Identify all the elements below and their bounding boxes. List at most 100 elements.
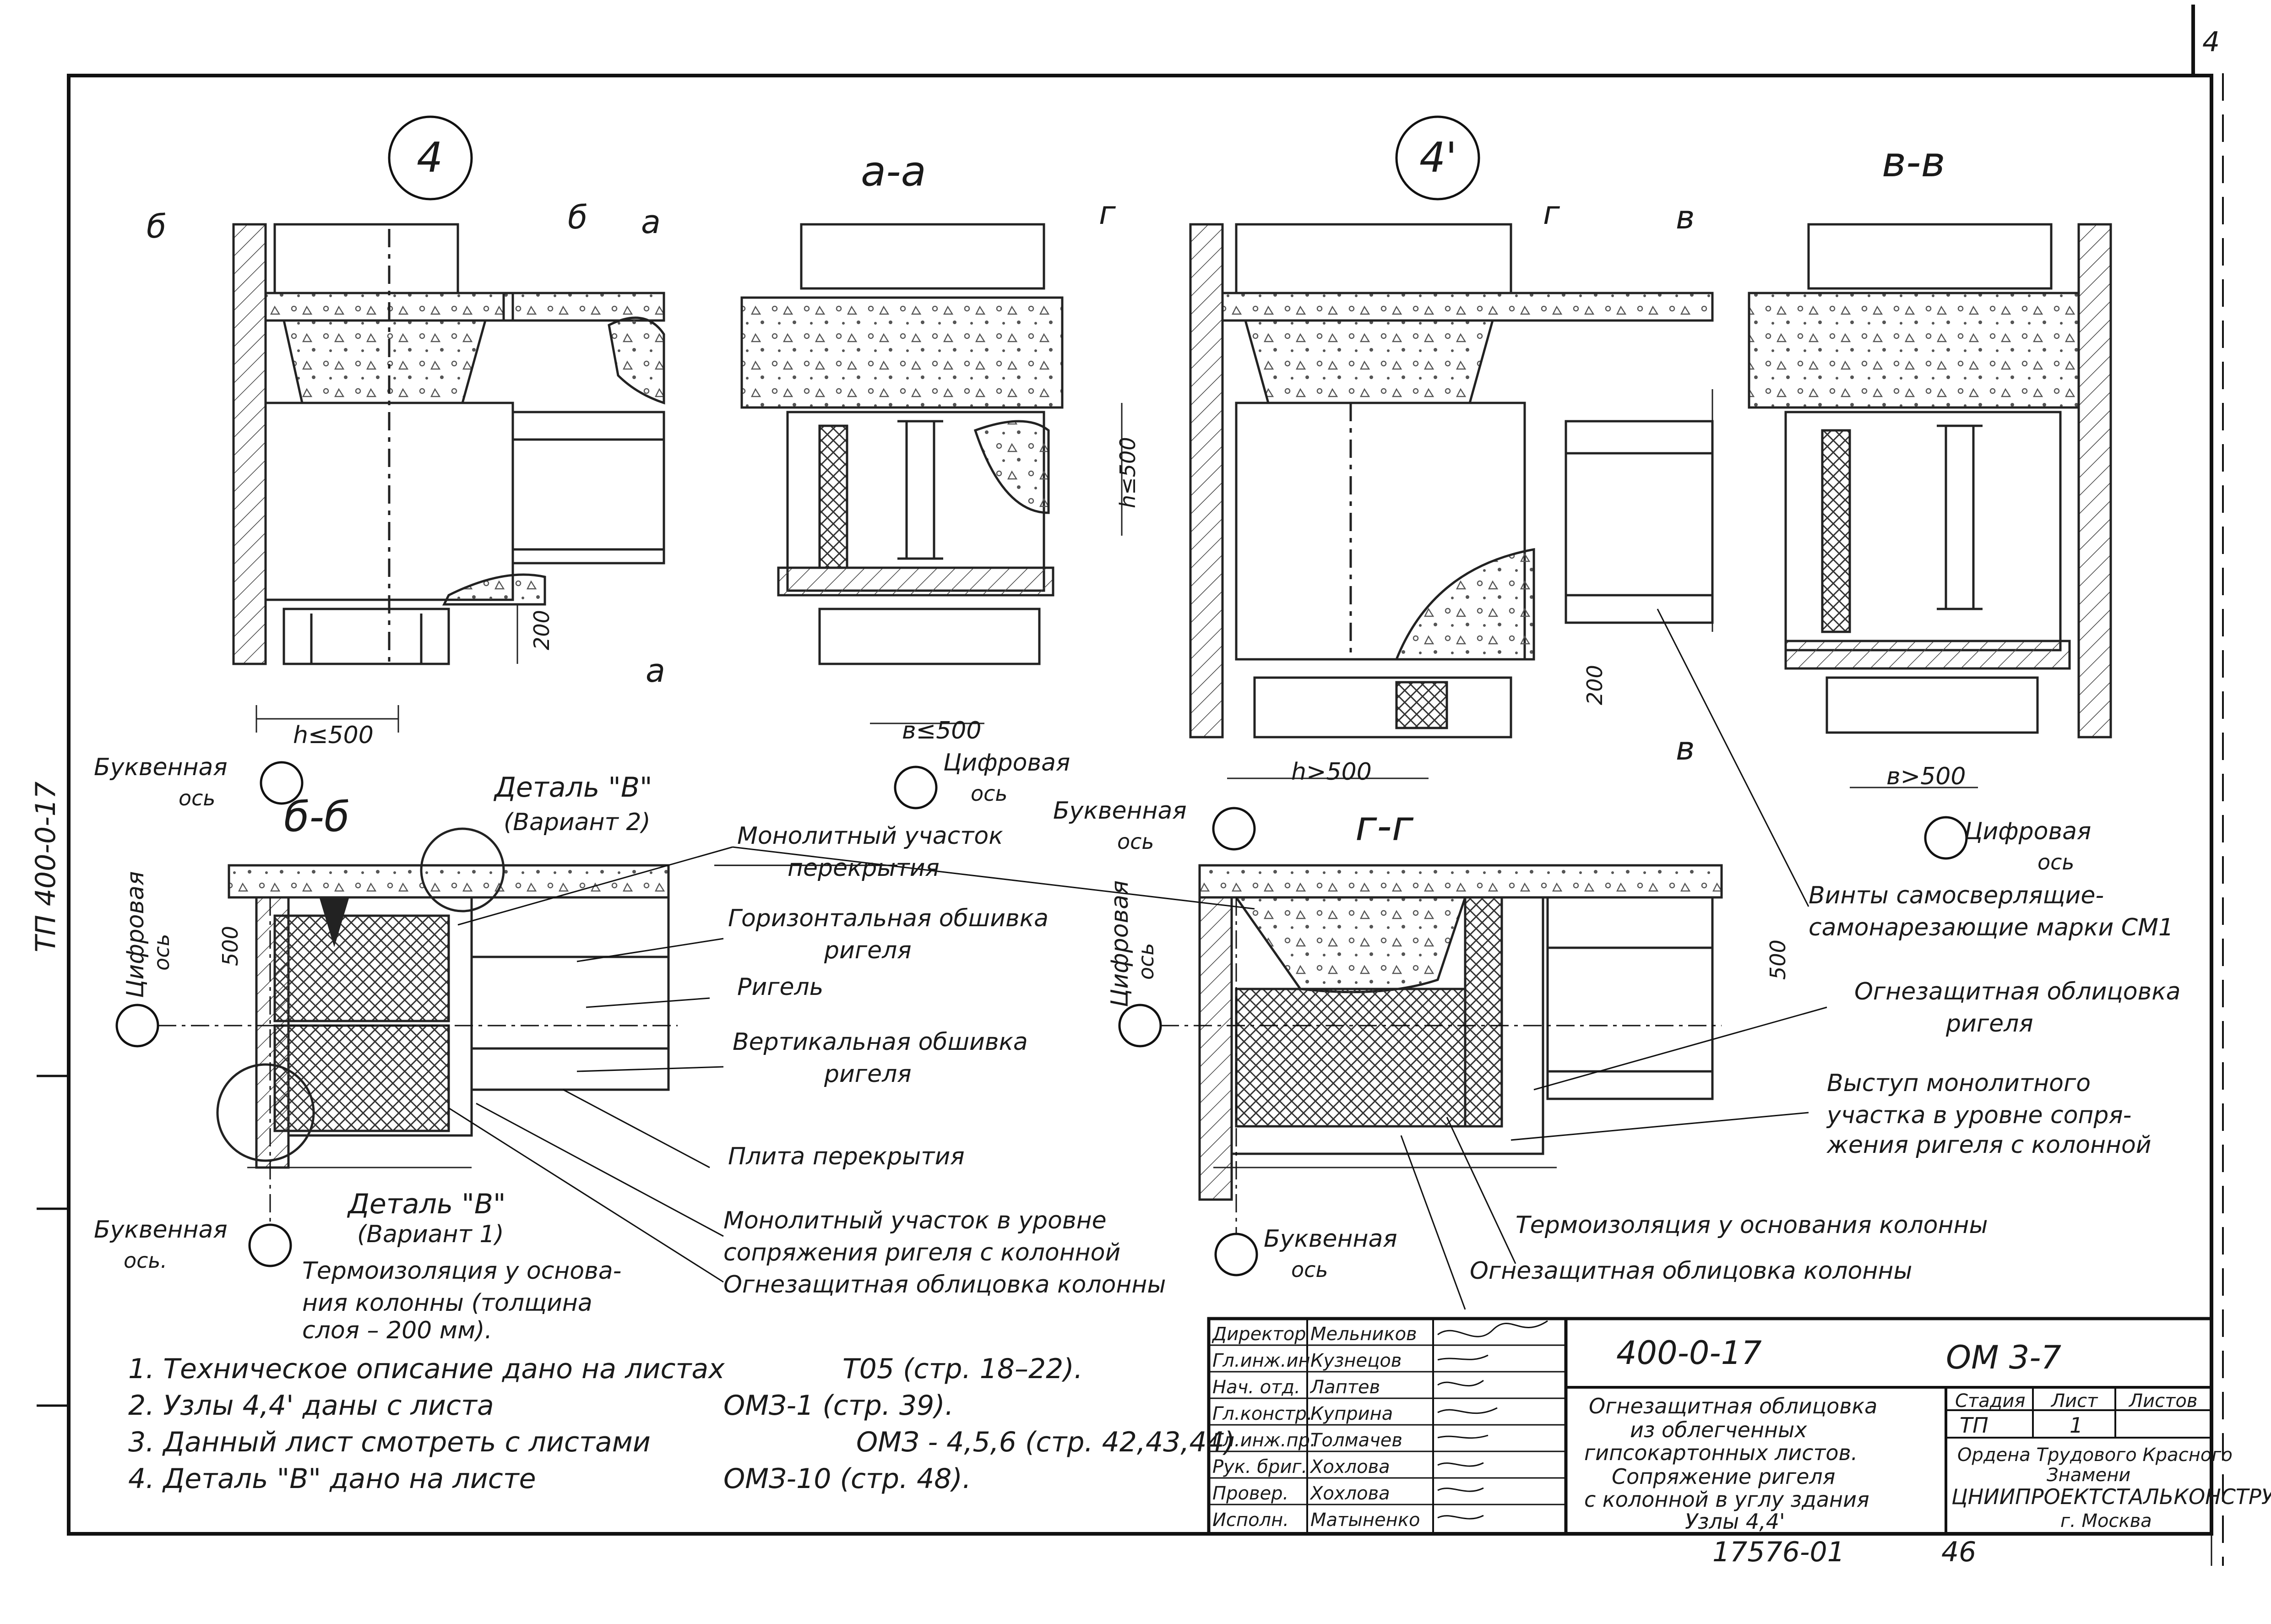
cut-mark-v-bottom: в	[1676, 730, 1695, 767]
staff-name-2: Лаптев	[1310, 1377, 1380, 1398]
section-a-a-title: а-а	[861, 147, 926, 196]
staff-role-2: Нач. отд.	[1212, 1377, 1300, 1398]
dim-500-2: 500	[1766, 940, 1790, 980]
view-node-4	[232, 223, 665, 733]
view-section-v-v	[1748, 223, 2112, 788]
footer-page: 46	[1941, 1536, 1977, 1568]
node-markers	[388, 115, 1480, 201]
axis-digital-1: Цифровая	[943, 749, 1070, 777]
section-g-g-title: г-г	[1355, 802, 1414, 850]
note-3-text: 3. Данный лист смотреть с листами	[128, 1426, 651, 1458]
axis-digital-side-2b: ось	[1134, 943, 1158, 980]
axis-lettered-4: Буквенная	[1264, 1225, 1397, 1253]
callout-fire-rig-1: Огнезащитная облицовка	[1854, 978, 2181, 1005]
cut-mark-v-top: в	[1676, 199, 1695, 236]
staff-role-5: Рук. бриг.	[1212, 1456, 1308, 1477]
side-code: ТП 400-0-17	[30, 781, 62, 952]
callout-monolith-1: Монолитный участок	[737, 822, 1003, 850]
axis-lettered-1: Буквенная	[94, 754, 228, 781]
sheet-value: 1	[2070, 1413, 2083, 1438]
axis-lettered-1b: ось	[179, 786, 216, 810]
callout-rigel: Ригель	[737, 973, 824, 1001]
callout-vert-2: ригеля	[824, 1060, 912, 1088]
leader-lines	[448, 608, 1827, 1310]
cut-mark-g-left: г	[1099, 194, 1116, 232]
staff-name-4: Толмачев	[1310, 1430, 1402, 1451]
note-4-ref: ОМЗ-10 (стр. 48).	[723, 1463, 971, 1495]
callout-monolith-2: перекрытия	[788, 854, 940, 882]
axis-lettered-2b: ось	[1117, 829, 1154, 854]
dim-h-le-500: h≤500	[293, 722, 374, 749]
callout-ledge-3: жения ригеля с колонной	[1827, 1131, 2151, 1159]
dim-v-gt-500: в>500	[1886, 763, 1966, 790]
description-line-3: Сопряжение ригеля	[1612, 1464, 1836, 1489]
callout-thermo-1: Термоизоляция у основа-	[302, 1257, 622, 1285]
cut-mark-b-right: б	[568, 199, 588, 236]
cut-mark-g-right: г	[1543, 194, 1560, 232]
dim-200-2: 200	[1582, 665, 1607, 705]
callout-thermo-3: слоя – 200 мм).	[302, 1317, 493, 1344]
org-line-4: г. Москва	[2060, 1510, 2152, 1532]
axis-digital-side-1: Цифровая	[122, 871, 149, 998]
callout-vert-1: Вертикальная обшивка	[733, 1028, 1028, 1056]
doc-code: 400-0-17	[1616, 1334, 1762, 1372]
description-line-2: гипсокартонных листов.	[1584, 1440, 1858, 1465]
dim-h-gt-500: h>500	[1291, 758, 1372, 786]
section-b-b-title: б-б	[284, 793, 350, 841]
axis-lettered-3b: ось.	[124, 1248, 168, 1273]
axis-lines	[158, 897, 1722, 1234]
callout-fire-col: Огнезащитная облицовка колонны	[723, 1271, 1166, 1298]
callout-mono-level-1: Монолитный участок в уровне	[723, 1207, 1107, 1234]
stage-label: Стадия	[1955, 1390, 2026, 1412]
staff-name-1: Кузнецов	[1310, 1350, 1402, 1371]
inventory-number: 17576-01	[1712, 1536, 1845, 1568]
staff-role-0: Директор	[1212, 1324, 1306, 1345]
callout-screws-2: самонарезающие марки СМ1	[1809, 914, 2174, 941]
sheet-label: Лист	[2051, 1390, 2098, 1412]
callout-screws-1: Винты самосверлящие-	[1809, 882, 2104, 909]
callout-slab: Плита перекрытия	[728, 1143, 965, 1170]
callout-fire-rig-2: ригеля	[1946, 1010, 2033, 1037]
callout-ledge-2: участка в уровне сопря-	[1827, 1102, 2132, 1129]
staff-role-4: Гл.инж.пр.	[1212, 1430, 1316, 1451]
note-1-text: 1. Техническое описание дано на листах	[128, 1353, 725, 1385]
axis-digital-2b: ось	[2037, 850, 2075, 874]
callout-horiz-2: ригеля	[824, 937, 912, 964]
sheets-label: Листов	[2129, 1390, 2198, 1412]
detail-v-variant2: Деталь "В"	[494, 771, 652, 804]
callout-thermo-2: ния колонны (толщина	[302, 1289, 592, 1317]
callout-horiz-1: Горизонтальная обшивка	[728, 905, 1049, 932]
dim-h-le-500-vert: h≤500	[1115, 437, 1140, 509]
note-4-text: 4. Деталь "В" дано на листе	[128, 1463, 536, 1495]
detail-v-variant1-sub: (Вариант 1)	[357, 1221, 504, 1248]
org-line-2: Знамени	[2047, 1465, 2131, 1486]
staff-name-6: Хохлова	[1310, 1483, 1390, 1504]
org-line-3: ЦНИИПРОЕКТСТАЛЬКОНСТРУКЦИЯ	[1951, 1484, 2271, 1509]
staff-role-3: Гл.констр.	[1212, 1403, 1313, 1424]
dim-v-le-500: в≤500	[902, 717, 982, 744]
axis-digital-2: Цифровая	[1964, 818, 2092, 845]
note-2-ref: ОМЗ-1 (стр. 39).	[723, 1390, 954, 1422]
axis-bubbles	[115, 761, 1968, 1276]
description-line-0: Огнезащитная облицовка	[1589, 1394, 1878, 1418]
staff-name-0: Мельников	[1310, 1324, 1417, 1345]
axis-lettered-3: Буквенная	[94, 1216, 228, 1244]
view-node-4p	[1189, 223, 1714, 779]
staff-role-6: Провер.	[1212, 1483, 1289, 1504]
staff-role-1: Гл.инж.ин	[1212, 1350, 1310, 1371]
dim-200: 200	[529, 610, 554, 650]
staff-name-3: Куприна	[1310, 1403, 1393, 1424]
cut-mark-a-top: а	[641, 203, 661, 241]
cut-mark-b-left: б	[147, 208, 167, 245]
signatures	[1437, 1320, 1548, 1520]
axis-digital-side-1b: ось	[149, 934, 174, 971]
axis-lettered-4b: ось	[1291, 1257, 1328, 1282]
note-2-text: 2. Узлы 4,4' даны с листа	[128, 1390, 494, 1422]
view-section-b-b	[216, 827, 670, 1169]
detail-v-variant2-sub: (Вариант 2)	[504, 809, 651, 836]
axis-lettered-2: Буквенная	[1053, 797, 1187, 825]
callout-fire-col-2: Огнезащитная облицовка колонны	[1470, 1257, 1912, 1285]
stage-value: ТП	[1960, 1413, 1988, 1438]
